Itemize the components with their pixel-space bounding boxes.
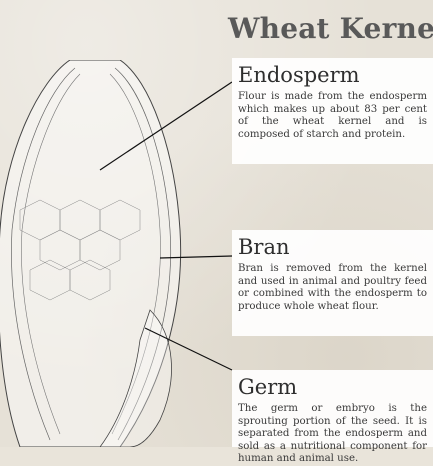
bran-heading: Bran [238, 235, 427, 259]
endosperm-heading: Endosperm [238, 63, 427, 87]
endosperm-panel: Endosperm Flour is made from the endospe… [232, 58, 433, 164]
germ-panel: Germ The germ or embryo is the sprouting… [232, 370, 433, 447]
endosperm-description: Flour is made from the endosperm which m… [238, 91, 427, 141]
bran-description: Bran is removed from the kernel and used… [238, 263, 427, 313]
diagram-title: Wheat Kernel [228, 12, 433, 45]
bran-panel: Bran Bran is removed from the kernel and… [232, 230, 433, 336]
germ-heading: Germ [238, 375, 427, 399]
germ-description: The germ or embryo is the sprouting port… [238, 403, 427, 466]
